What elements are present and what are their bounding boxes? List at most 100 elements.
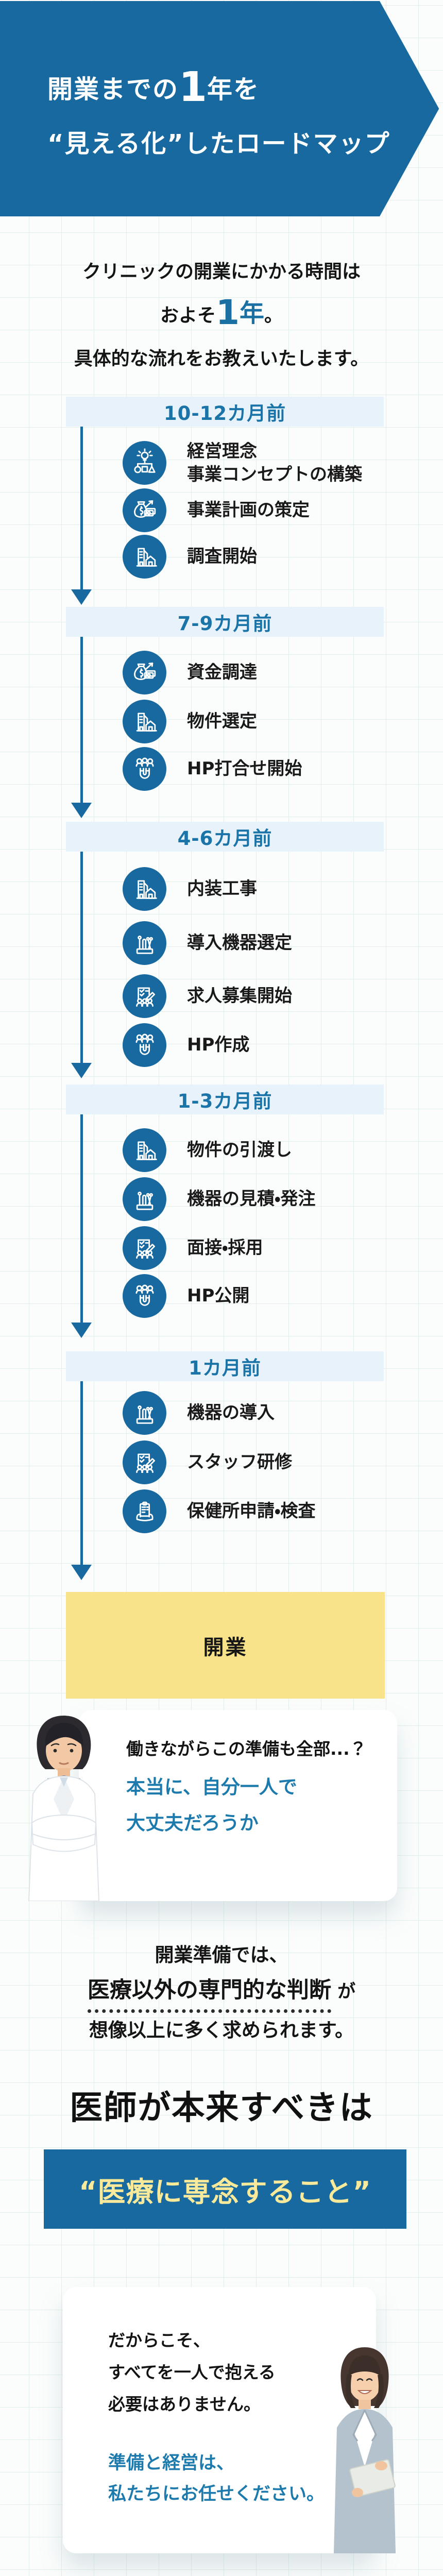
item-label: HP作成 <box>187 1035 250 1056</box>
tools-icon <box>129 927 161 959</box>
timeline-line-segment-3 <box>80 852 83 1064</box>
people-magnet-icon <box>129 1029 161 1061</box>
timeline-item: 内装工事 <box>123 867 257 911</box>
timeline-item: 面接・採用 <box>123 1226 263 1270</box>
timeline-item: 資金調達 <box>123 651 257 694</box>
timeline-line-segment-2 <box>80 637 83 804</box>
tools-icon <box>129 1397 161 1429</box>
statement-emphasis: 医療以外の専門的な判断 <box>87 1977 331 2013</box>
intro-block: クリニックの開業にかかる時間は およそ1年。 具体的な流れをお教えいたします。 <box>0 257 443 370</box>
hero-line1-number: 1 <box>179 63 207 111</box>
item-icon-circle <box>123 1274 166 1318</box>
item-label: 導入機器選定 <box>187 933 292 954</box>
timeline-item: 事業計画の策定 <box>123 488 310 532</box>
item-icon-circle <box>123 651 166 694</box>
closing-line4: 準備と経営は、 <box>108 2453 235 2473</box>
timeline-item: スタッフ研修 <box>123 1440 292 1484</box>
timeline-item: 求人募集開始 <box>123 974 292 1018</box>
headline-highlight-box: “医療に専念すること” <box>44 2149 406 2229</box>
timeline-item: 物件の引渡し <box>123 1128 292 1172</box>
building-house-icon <box>129 706 161 738</box>
item-icon-circle <box>123 1177 166 1221</box>
item-label: 調査開始 <box>187 546 257 567</box>
building-house-icon <box>129 541 161 573</box>
consultant-photo <box>334 2347 396 2553</box>
money-growth-icon <box>129 495 161 527</box>
intro-line2: およそ1年。 <box>0 293 443 332</box>
timeline-item: HP公開 <box>123 1274 249 1318</box>
item-label: 保健所申請・検査 <box>187 1501 316 1522</box>
hero-arrow-banner: 開業までの1年を “見える化”したロードマップ <box>0 1 439 216</box>
hero-line1-suffix: 年を <box>207 75 260 104</box>
timeline-item: 機器の見積・発注 <box>123 1177 316 1221</box>
hero-line1-prefix: 開業までの <box>47 75 179 104</box>
item-icon-circle <box>123 488 166 532</box>
people-magnet-icon <box>129 1280 161 1312</box>
item-icon-circle <box>123 867 166 911</box>
doctor-quote-line2: 本当に、自分一人で <box>126 1776 297 1798</box>
closing-line3: 必要はありません。 <box>108 2394 261 2414</box>
intro-line2-prefix: およそ <box>160 305 216 326</box>
doctor-quote-line1: 働きながらこの準備も全部...？ <box>126 1739 367 1759</box>
statement-line3: 想像以上に多く求められます。 <box>89 2019 354 2041</box>
closing-line2: すべてを一人で抱える <box>108 2362 276 2382</box>
item-label: スタッフ研修 <box>187 1452 292 1473</box>
timeline-arrow-down-icon <box>71 803 92 818</box>
item-icon-circle <box>123 441 166 485</box>
hero-title-line2: “見える化”したロードマップ <box>47 129 390 158</box>
hero-title: 開業までの1年を “見える化”したロードマップ <box>47 67 390 159</box>
people-magnet-icon <box>129 753 161 785</box>
item-label: 求人募集開始 <box>187 986 292 1007</box>
item-icon-circle <box>123 1023 166 1067</box>
closing-card <box>63 2287 376 2553</box>
timeline-band-7-9-months: 7-9カ月前 <box>66 607 384 637</box>
money-growth-icon <box>129 657 161 689</box>
item-label: 機器の導入 <box>187 1402 275 1423</box>
doctor-photo <box>28 1716 100 1901</box>
intro-line2-unit: 年 <box>239 299 264 328</box>
item-label: 物件選定 <box>187 711 257 732</box>
item-label: 経営理念 事業コンセプトの構築 <box>187 441 362 485</box>
item-icon-circle <box>123 535 166 579</box>
timeline-item: 保健所申請・検査 <box>123 1489 316 1533</box>
item-label: 資金調達 <box>187 662 257 683</box>
checklist-people-icon <box>129 980 161 1012</box>
doctor-quote-line3: 大丈夫だろうか <box>126 1812 259 1834</box>
item-icon-circle <box>123 1226 166 1270</box>
item-label: 内装工事 <box>187 878 257 900</box>
timeline-band-10-12-months: 10-12カ月前 <box>66 397 384 427</box>
timeline-band-1-month: 1カ月前 <box>66 1351 384 1381</box>
item-label: HP打合せ開始 <box>187 758 302 779</box>
timeline-item: 調査開始 <box>123 535 257 579</box>
item-icon-circle <box>123 1440 166 1484</box>
timeline-arrow-down-icon <box>71 1323 92 1338</box>
item-icon-circle <box>123 921 166 965</box>
tools-icon <box>129 1183 161 1215</box>
item-icon-circle <box>123 974 166 1018</box>
building-house-icon <box>129 873 161 905</box>
intro-line1: クリニックの開業にかかる時間は <box>82 261 361 282</box>
item-label: 面接・採用 <box>187 1238 263 1259</box>
timeline-band-1-3-months: 1-3カ月前 <box>66 1084 384 1114</box>
timeline-line-segment-1 <box>80 427 83 590</box>
intro-line2-period: 。 <box>264 305 283 326</box>
item-icon-circle <box>123 747 166 791</box>
checklist-people-icon <box>129 1232 161 1264</box>
intro-line2-number: 1 <box>216 293 240 332</box>
item-label: HP公開 <box>187 1285 250 1307</box>
timeline-item: 機器の導入 <box>123 1391 275 1435</box>
statement-line2: 医療以外の専門的な判断 が <box>0 1972 443 2013</box>
item-label: 事業計画の策定 <box>187 500 310 521</box>
timeline-arrow-down-icon <box>71 589 92 605</box>
item-icon-circle <box>123 1391 166 1435</box>
statement-line1: 開業準備では、 <box>155 1944 288 1966</box>
item-icon-circle <box>123 700 166 743</box>
timeline-line-segment-5 <box>80 1381 83 1566</box>
item-label: 物件の引渡し <box>187 1140 292 1161</box>
doctor-quote-card <box>79 1710 397 1901</box>
timeline-arrow-down-icon <box>71 1063 92 1078</box>
closing-line5: 私たちにお任せください。 <box>108 2484 325 2504</box>
item-icon-circle <box>123 1128 166 1172</box>
timeline-line-segment-4 <box>80 1114 83 1324</box>
